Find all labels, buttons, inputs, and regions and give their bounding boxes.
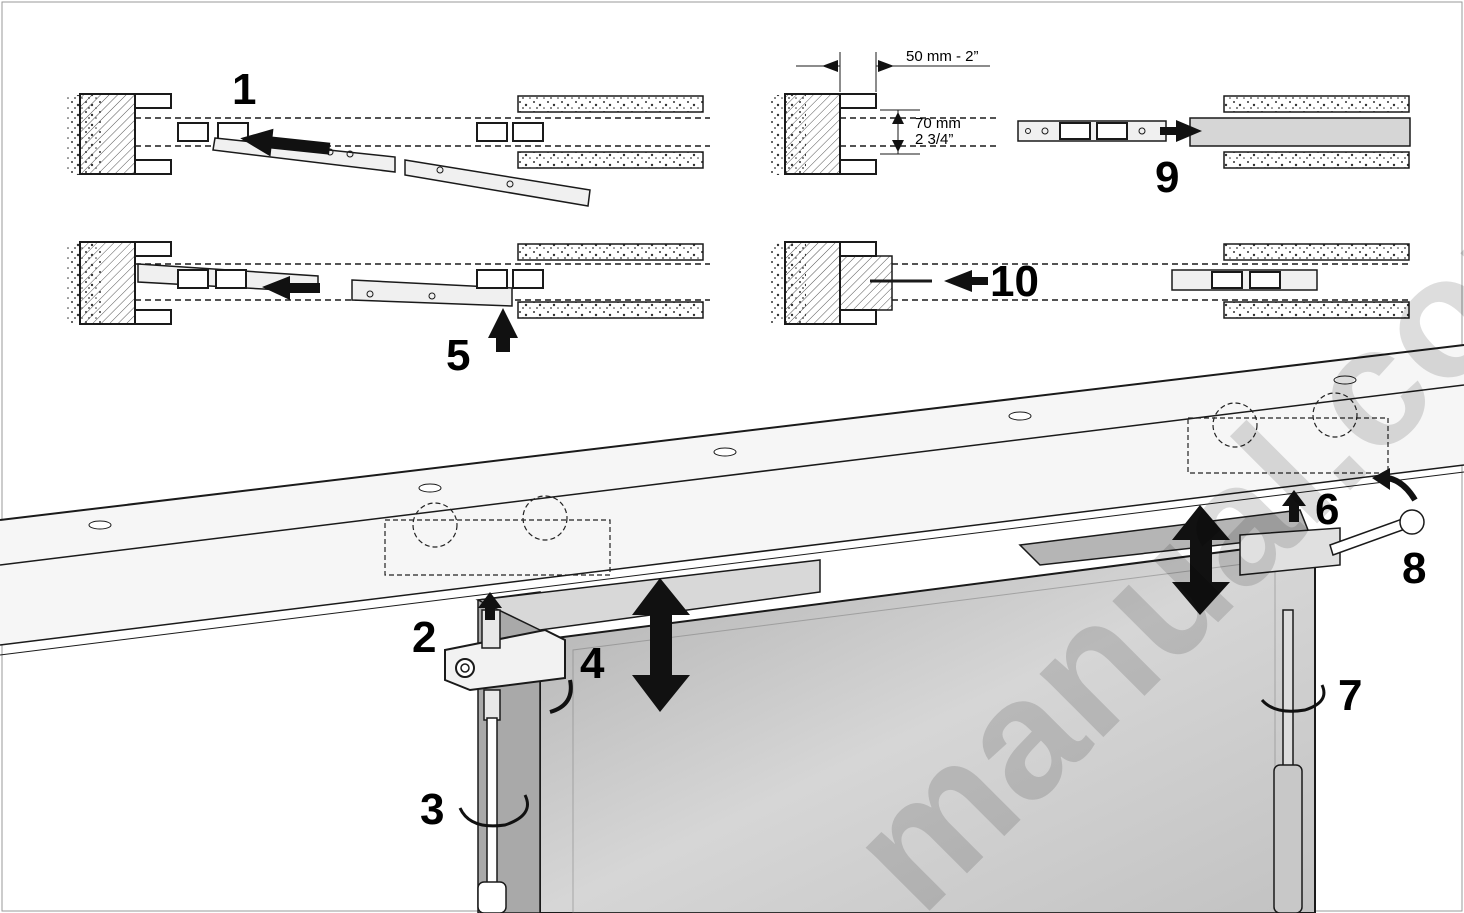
double-arrow-left bbox=[632, 578, 690, 712]
rotate-arrow-step-4 bbox=[549, 679, 573, 714]
arrow-step-6 bbox=[1282, 490, 1306, 522]
arrow-step-9 bbox=[1160, 120, 1202, 142]
arrow-step-5-left bbox=[262, 276, 320, 300]
wrench-icon bbox=[1329, 509, 1425, 556]
rotate-arrow-step-7 bbox=[1260, 684, 1326, 713]
rotate-arrow-step-3 bbox=[458, 794, 529, 828]
step-9-label: 9 bbox=[1155, 153, 1179, 202]
step-6-label: 6 bbox=[1315, 485, 1339, 534]
detail-step-10 bbox=[770, 241, 1410, 325]
detail-step-5 bbox=[66, 241, 710, 325]
left-hanger-outline bbox=[384, 495, 611, 576]
detail-step-9 bbox=[770, 52, 1411, 175]
arrow-step-5-up bbox=[488, 308, 518, 352]
step-7-label: 7 bbox=[1338, 671, 1362, 720]
dim-height-in-label: 2 3/4” bbox=[915, 131, 953, 148]
screwdriver-right bbox=[1273, 609, 1303, 913]
track-rail bbox=[0, 344, 1464, 656]
screwdriver-left bbox=[477, 717, 507, 913]
step-10-label: 10 bbox=[990, 257, 1039, 306]
step-4-label: 4 bbox=[580, 639, 605, 688]
step-3-label: 3 bbox=[420, 785, 444, 834]
dim-arrow-bottom bbox=[892, 140, 904, 152]
double-arrow-right bbox=[1172, 505, 1230, 615]
arrow-step-1 bbox=[240, 128, 331, 157]
step-5-label: 5 bbox=[446, 331, 470, 380]
arrow-step-10 bbox=[944, 270, 988, 292]
dim-gap-label: 50 mm - 2” bbox=[906, 48, 979, 65]
dim-arrow-top bbox=[892, 112, 904, 124]
dim-arrow-right bbox=[878, 60, 894, 72]
dim-height-mm-label: 70 mm bbox=[915, 115, 961, 132]
arrow-step-2 bbox=[478, 592, 502, 620]
step-2-label: 2 bbox=[412, 613, 436, 662]
step-8-label: 8 bbox=[1402, 544, 1426, 593]
right-hanger-outline bbox=[1187, 392, 1389, 474]
step-1-label: 1 bbox=[232, 65, 256, 114]
detail-step-1 bbox=[66, 93, 710, 207]
dim-arrow-left bbox=[822, 60, 838, 72]
